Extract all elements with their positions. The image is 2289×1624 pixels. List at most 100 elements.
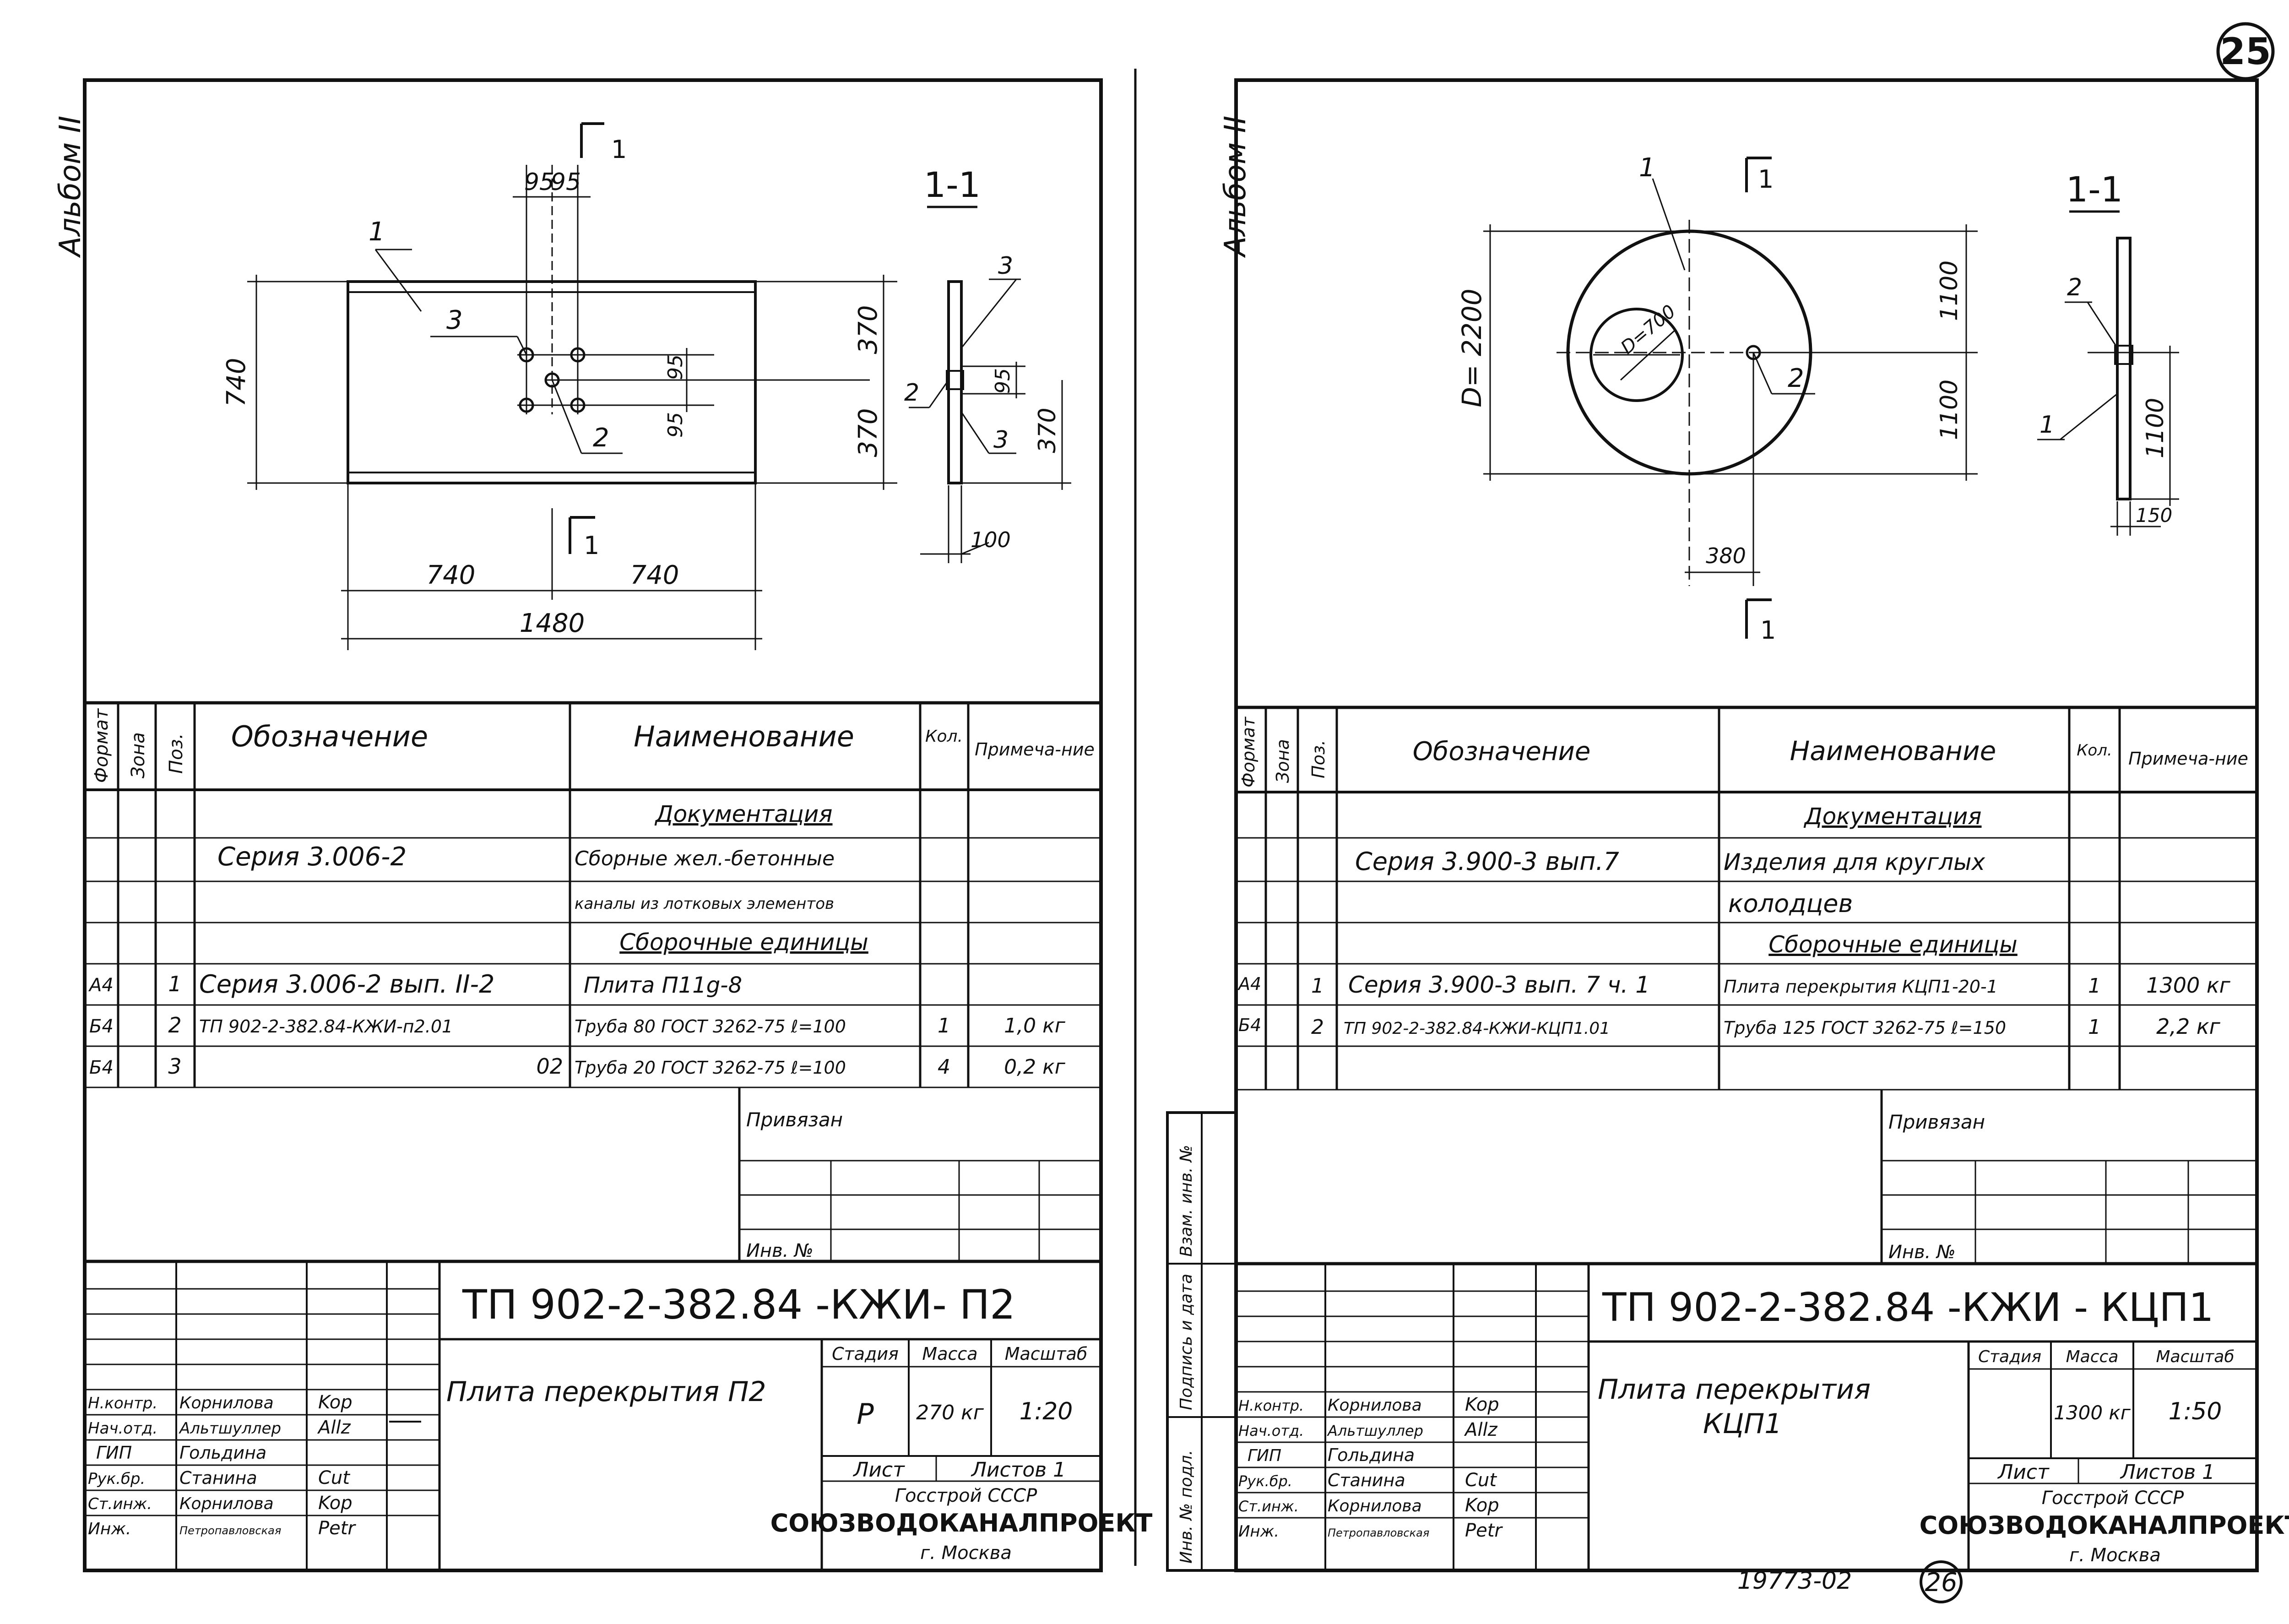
svg-text:Поз.: Поз. [1308,740,1329,778]
svg-text:1100: 1100 [1936,261,1963,321]
left-plan-view: 95 95 740 370 370 95 95 740 740 14 [222,122,981,650]
svg-text:0,2 кг: 0,2 кг [1004,1055,1066,1079]
svg-text:Документация: Документация [1804,803,1982,830]
svg-text:Лист: Лист [1997,1461,2050,1484]
svg-text:370: 370 [853,305,883,354]
svg-text:1: 1 [2039,411,2055,439]
svg-text:1: 1 [1311,974,1324,998]
right-title-block: ТП 902-2-382.84 -КЖИ - КЦП1 Плита перекр… [1236,1262,2289,1570]
left-binding-box: Привязан Инв. № [738,1087,1101,1261]
svg-text:Лист: Лист [852,1458,905,1482]
svg-text:Обозначение: Обозначение [231,720,428,753]
svg-text:1100: 1100 [1936,380,1963,440]
svg-text:ГИП: ГИП [1248,1446,1281,1465]
svg-text:Сборочные единицы: Сборочные единицы [619,929,868,956]
svg-text:Р: Р [857,1397,874,1431]
right-spec-table: Формат Зона Поз. Обозначение Наименовани… [1236,706,2257,1091]
right-binding-box: Привязан Инв. № [1880,1090,2257,1264]
svg-text:Нач.отд.: Нач.отд. [1238,1422,1304,1439]
svg-text:Альтшуллер: Альтшуллер [179,1419,281,1438]
svg-text:г. Москва: г. Москва [2069,1545,2161,1566]
slab-outline [347,280,757,484]
svg-text:1:50: 1:50 [2169,1398,2222,1425]
svg-text:Инв. №: Инв. № [746,1240,814,1261]
svg-text:Наименование: Наименование [634,720,854,753]
svg-text:150: 150 [2136,504,2172,527]
left-section-view: 3 2 3 95 370 100 [904,252,1071,563]
svg-text:Рук.бр.: Рук.бр. [1238,1472,1292,1490]
svg-text:ТП 902-2-382.84-КЖИ-п2.01: ТП 902-2-382.84-КЖИ-п2.01 [199,1016,453,1037]
svg-text:2: 2 [1788,364,1804,393]
svg-text:Изделия для круглых: Изделия для круглых [1724,849,1985,875]
left-spec-table: Формат Зона Поз. Обозначение Наименовани… [85,701,1101,1088]
svg-text:Н.контр.: Н.контр. [1238,1397,1304,1414]
svg-text:3: 3 [168,1054,181,1079]
left-title: Плита перекрытия П2 [446,1376,766,1408]
svg-text:Корнилова: Корнилова [1328,1497,1422,1515]
right-album-label: Альбом II [1219,116,1253,258]
svg-text:Листов 1: Листов 1 [2120,1461,2215,1484]
svg-text:Серия 3.900-3 вып.7: Серия 3.900-3 вып.7 [1355,847,1619,876]
svg-text:25: 25 [2220,30,2271,73]
svg-text:740: 740 [222,358,251,407]
right-section-label: 1-1 [2066,169,2123,210]
svg-text:740: 740 [427,560,476,590]
left-title-block: ТП 902-2-382.84 -КЖИ- П2 Плита перекрыти… [85,1260,1152,1570]
left-section-label: 1-1 [924,164,981,205]
svg-text:1: 1 [938,1014,950,1037]
svg-text:1: 1 [2088,974,2101,998]
svg-text:Серия 3.006-2: Серия 3.006-2 [217,842,407,872]
right-title-line1: Плита перекрытия [1598,1374,1871,1406]
svg-text:Поз.: Поз. [166,733,187,774]
svg-text:26: 26 [1925,1568,1957,1597]
right-doc-code: ТП 902-2-382.84 -КЖИ - КЦП1 [1602,1285,2214,1331]
svg-text:Серия 3.006-2 вып. II-2: Серия 3.006-2 вып. II-2 [199,970,494,999]
svg-text:3: 3 [993,426,1009,454]
svg-text:Стадия: Стадия [1978,1347,2041,1366]
svg-text:А4: А4 [1237,974,1261,994]
svg-text:Нач.отд.: Нач.отд. [88,1419,157,1438]
svg-text:95: 95 [524,168,554,196]
right-section-view: 2 1 1100 150 [2037,237,2179,536]
svg-text:Сборочные единицы: Сборочные единицы [1768,931,2018,958]
svg-text:Н.контр.: Н.контр. [88,1394,157,1412]
svg-text:D= 2200: D= 2200 [1456,288,1487,407]
svg-text:370: 370 [1034,407,1061,453]
svg-text:Корнилова: Корнилова [1328,1396,1422,1415]
svg-text:Гольдина: Гольдина [179,1443,266,1463]
svg-text:Инж.: Инж. [1238,1522,1279,1541]
page-number: 25 [2216,22,2275,81]
svg-text:95: 95 [991,368,1014,394]
svg-text:Petr: Petr [1465,1520,1503,1541]
svg-text:95: 95 [664,354,687,380]
svg-text:1480: 1480 [520,608,585,638]
svg-text:1: 1 [2088,1016,2101,1039]
svg-text:Allz: Allz [317,1417,351,1438]
svg-text:Рук.бр.: Рук.бр. [88,1470,145,1488]
svg-text:1: 1 [1758,165,1774,194]
svg-text:4: 4 [938,1055,950,1079]
svg-text:Труба 125 ГОСТ 3262-75 ℓ=150: Труба 125 ГОСТ 3262-75 ℓ=150 [1724,1018,2006,1038]
svg-text:Петропавловская: Петропавловская [179,1524,281,1537]
svg-text:Привязан: Привязан [746,1108,843,1131]
svg-text:Плита перекрытия КЦП1-20-1: Плита перекрытия КЦП1-20-1 [1724,977,1998,997]
left-album-label: Альбом II [54,116,87,258]
svg-text:Kop: Kop [318,1392,353,1413]
svg-text:1: 1 [1639,153,1655,183]
svg-text:1300 кг: 1300 кг [2146,973,2230,998]
svg-text:2: 2 [904,379,919,407]
bottom-sheet-number: 26 [1920,1560,1963,1603]
svg-text:1,0 кг: 1,0 кг [1004,1014,1066,1037]
svg-text:Б4: Б4 [1238,1015,1261,1035]
svg-text:Инв. №: Инв. № [1888,1242,1956,1263]
svg-text:Примеча-ние: Примеча-ние [2128,749,2248,769]
svg-text:Зона: Зона [128,732,149,778]
svg-text:3: 3 [998,252,1013,280]
left-sheet: Альбом II 95 95 7 [54,78,1152,1572]
svg-text:Листов 1: Листов 1 [971,1458,1066,1482]
svg-text:Kop: Kop [318,1493,353,1514]
hatch-opening [1589,308,1684,402]
svg-text:Наименование: Наименование [1790,735,1996,766]
svg-text:Плита П11g-8: Плита П11g-8 [584,972,742,998]
